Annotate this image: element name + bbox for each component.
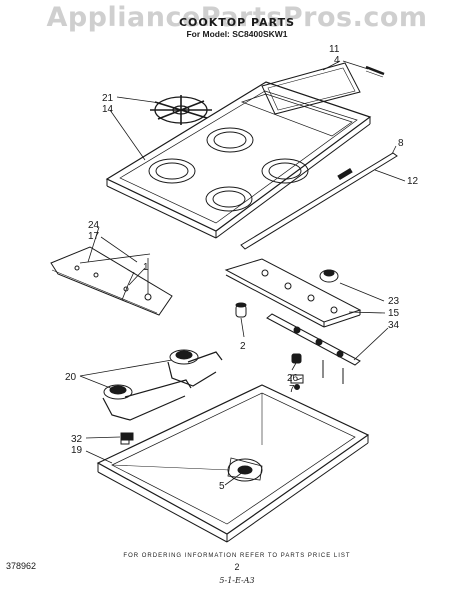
- callout-8: 8: [398, 138, 404, 149]
- callout-14: 14: [102, 104, 114, 115]
- part-cooktop: [105, 81, 372, 239]
- part-gas-manifold: [266, 313, 361, 384]
- callout-23: 23: [388, 296, 400, 307]
- page-number: 2: [234, 562, 240, 572]
- part-clip: [120, 432, 134, 445]
- callout-2: 2: [240, 341, 246, 352]
- callout-1: 1: [143, 262, 149, 273]
- diagram-title: COOKTOP PARTS: [178, 16, 295, 29]
- model-number: For Model: SC8400SKW1: [186, 29, 288, 39]
- part-manifold-bracket: [224, 258, 362, 328]
- site-watermark: AppliancePartsPros.com: [46, 2, 428, 33]
- part-trim-rod: [240, 152, 398, 250]
- callout-5: 5: [219, 481, 225, 492]
- part-orifice: [235, 302, 247, 318]
- callout-12: 12: [407, 176, 419, 187]
- part-valve-bracket: [50, 246, 173, 316]
- date-code: 5-1-E-A3: [219, 576, 255, 585]
- callout-21: 21: [102, 93, 114, 104]
- part-burner-grate: [150, 95, 212, 125]
- callout-11: 11: [329, 44, 340, 55]
- callout-20: 20: [65, 372, 77, 383]
- callout-4: 4: [334, 55, 340, 66]
- leader-lines: [79, 60, 406, 486]
- callout-17: 17: [88, 231, 100, 242]
- part-burner-box: [96, 384, 370, 543]
- callout-15: 15: [388, 308, 400, 319]
- callout-34: 34: [388, 320, 400, 331]
- callout-19: 19: [71, 445, 83, 456]
- part-valves: [290, 353, 304, 390]
- callout-7: 7: [289, 384, 295, 395]
- callout-labels: 11 4 21 14 8 12 24 17 1 23 15 34 2 20 26…: [65, 44, 419, 492]
- callout-32: 32: [71, 434, 83, 445]
- callout-24: 24: [88, 220, 100, 231]
- part-top-trim: [261, 62, 385, 115]
- ordering-instruction: FOR ORDERING INFORMATION REFER TO PARTS …: [123, 553, 351, 559]
- document-number: 378962: [6, 561, 37, 571]
- part-burners: [102, 349, 223, 421]
- callout-26: 26: [287, 373, 299, 384]
